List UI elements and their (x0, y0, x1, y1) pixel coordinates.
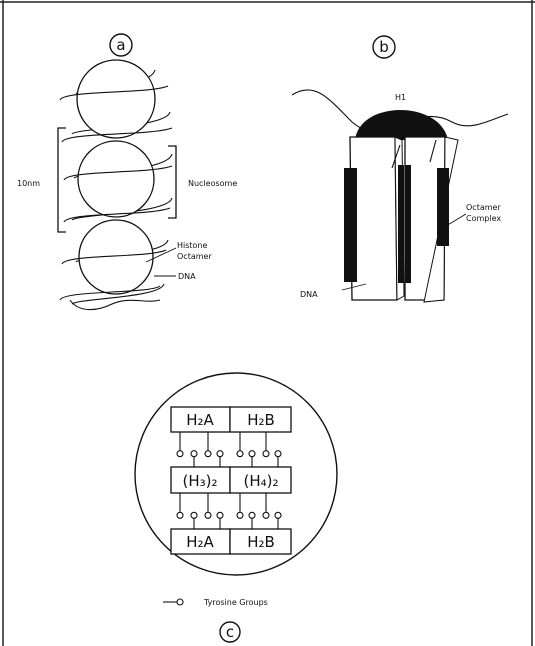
box-row2-left-label: (H₃)₂ (182, 472, 217, 490)
tyrosine-group-marker (191, 451, 197, 457)
panel-b: b H1 Octamer Complex DNA (292, 36, 508, 302)
box-row2-right-label: (H₄)₂ (243, 472, 278, 490)
tyrosine-group-marker (205, 451, 211, 457)
panel-a: a 10nm Nucleosome Histone Octamer DNA (17, 34, 237, 310)
octamer-complex-label-line2: Complex (466, 214, 501, 223)
tyrosine-group-marker (249, 512, 255, 518)
dna-band-left (344, 168, 357, 282)
dna-band-right-inner (405, 165, 411, 283)
histone-sphere-top (77, 60, 155, 138)
h1-histone (355, 110, 448, 140)
tyrosine-group-marker (237, 512, 243, 518)
tyrosine-group-marker (237, 451, 243, 457)
tyrosine-group-marker (191, 512, 197, 518)
tyrosine-group-marker (177, 512, 183, 518)
octamer-complex-label-line1: Octamer (466, 203, 501, 212)
dna-label-a: DNA (178, 272, 196, 281)
scale-label: 10nm (17, 179, 40, 188)
nucleosome-label: Nucleosome (188, 179, 237, 188)
tyrosine-group-marker (263, 451, 269, 457)
tyrosine-group-marker (177, 451, 183, 457)
tyrosine-group-marker (263, 512, 269, 518)
histone-octamer-label-line1: Histone (177, 241, 208, 250)
h1-label: H1 (395, 93, 406, 102)
histone-sphere-middle (78, 141, 154, 217)
legend-tyrosine-marker (177, 599, 183, 605)
tyrosine-group-marker (275, 451, 281, 457)
dna-band-left-inner (398, 165, 404, 283)
tyrosine-group-marker (205, 512, 211, 518)
panel-c-letter: c (226, 623, 234, 641)
histone-octamer-label-line2: Octamer (177, 252, 212, 261)
box-row3-left-label: H₂A (186, 533, 214, 551)
octamer-column-left (350, 137, 397, 300)
panel-c: H₂A H₂B (H₃)₂ (H₄)₂ H₂A H₂B Tyrosine Gro… (135, 373, 337, 642)
panel-a-letter: a (116, 36, 125, 54)
nucleosome-bracket (168, 146, 176, 218)
dna-band-right (437, 168, 449, 246)
legend-tyrosine-label: Tyrosine Groups (203, 598, 268, 607)
dna-label-b: DNA (300, 290, 318, 299)
tyrosine-group-marker (217, 451, 223, 457)
box-row1-right-label: H₂B (247, 411, 275, 429)
tyrosine-group-marker (249, 451, 255, 457)
scale-bracket (58, 128, 66, 232)
tyrosine-group-marker (275, 512, 281, 518)
box-row1-left-label: H₂A (186, 411, 214, 429)
box-row3-right-label: H₂B (247, 533, 275, 551)
tyrosine-group-marker (217, 512, 223, 518)
panel-b-letter: b (379, 38, 389, 56)
